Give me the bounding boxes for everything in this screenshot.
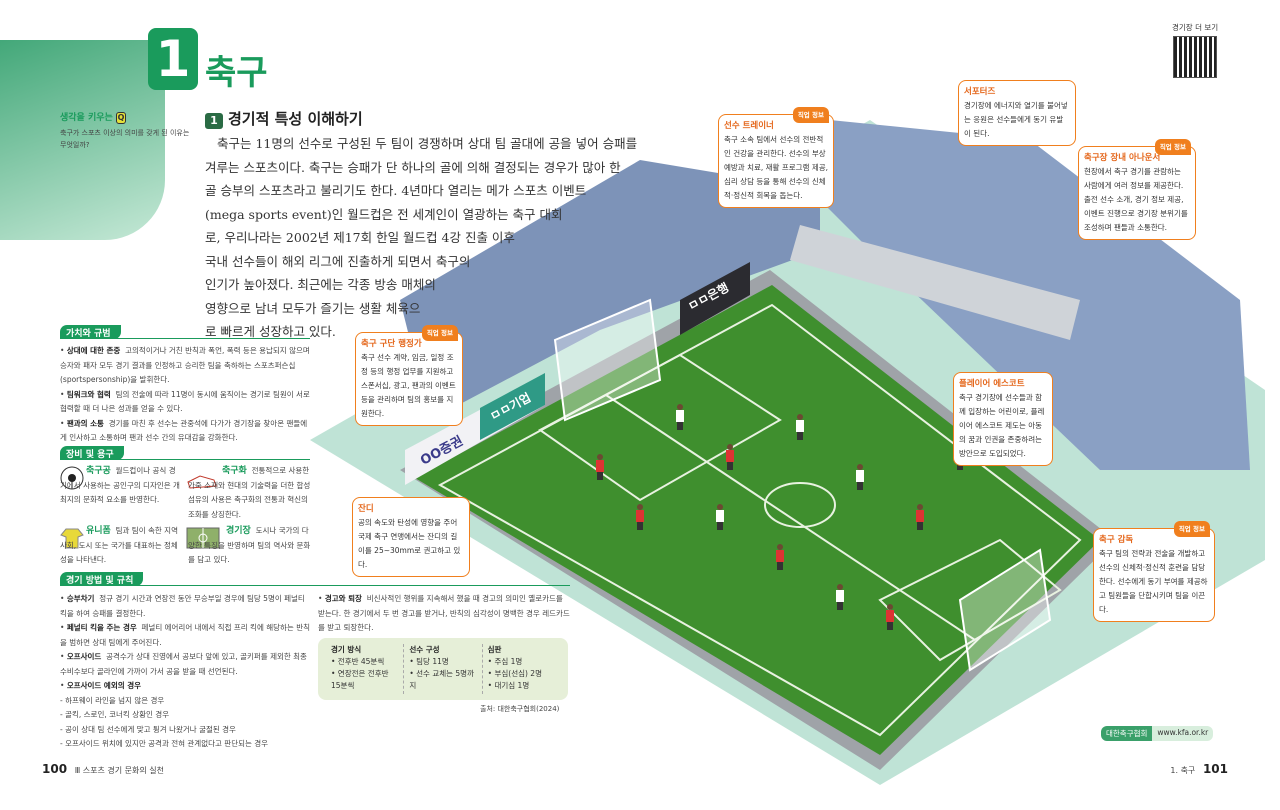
player <box>726 444 734 470</box>
equipment-stadium: 경기장 도시나 국가의 다양한 특징을 반영하며 팀의 역사와 문화를 담고 있… <box>188 526 311 564</box>
soccer-shoe-icon <box>187 475 217 489</box>
paragraph-line: 로, 우리나라는 2002년 제17회 한일 월드컵 4강 진출 이후 <box>205 230 515 245</box>
rules-list: • 승부차기 정규 경기 시간과 연장전 동안 무승부일 경우에 팀당 5명이 … <box>60 592 312 752</box>
paragraph-line: 겨루는 스포츠이다. 축구는 승패가 단 하나의 골에 의해 결정되는 경우가 … <box>205 159 621 175</box>
footer-right: 1. 축구 101 <box>1170 762 1228 776</box>
source: 출처: 대한축구협회(2024) <box>480 705 560 713</box>
values-heading: 가치와 규범 <box>60 325 121 339</box>
paragraph-line: 국내 선수들이 해외 리그에 진출하게 되면서 축구의 <box>205 253 471 269</box>
exception-item: - 공이 상대 팀 선수에게 맞고 튕겨 나왔거나 굴절된 경우 <box>60 724 236 734</box>
player <box>886 604 894 630</box>
think-box: 생각을 키우는 Q 축구가 스포츠 이상의 의미를 갖게 된 이유는 무엇일까? <box>60 110 195 151</box>
section-number: 1 <box>205 113 223 129</box>
equipment-shoes: 축구화 전통적으로 사용한 가죽 소재와 현대의 기술력을 더한 합성 섬유의 … <box>188 466 311 519</box>
paragraph-line: (mega sports event)인 월드컵은 전 세계인이 열광하는 축구… <box>205 206 563 222</box>
equipment-uniform: 유니폼 팀과 팀이 속한 지역 사회, 도시 또는 국가를 대표하는 정체성을 … <box>60 526 178 564</box>
qr-code[interactable] <box>1173 36 1217 78</box>
goal-far <box>958 548 1052 672</box>
player <box>836 584 844 610</box>
uniform-icon <box>60 528 84 549</box>
player <box>796 414 804 440</box>
paragraph-line: 축구는 11명의 선수로 구성된 두 팀이 경쟁하며 상대 팀 골대에 공을 넣… <box>217 136 638 151</box>
values-list: • 상대에 대한 존중 고의적이거나 거친 반칙과 폭언, 폭력 등은 용납되지… <box>60 344 312 446</box>
stands-left <box>400 160 820 420</box>
qr-label: 경기장 더 보기 <box>1172 23 1219 32</box>
list-item: • 팬과의 소통 경기를 마친 후 선수는 관중석에 다가가 경기장을 찾아온 … <box>60 418 308 443</box>
job-info-badge: 직업 정보 <box>1173 521 1210 537</box>
section-heading: 1 경기적 특성 이해하기 <box>205 108 363 129</box>
player <box>916 504 924 530</box>
equipment-ball: 축구공 월드컵이나 공식 경기에서 사용하는 공인구의 디자인은 개최지의 문화… <box>60 466 180 504</box>
decorative-banner <box>0 40 165 240</box>
warning-item: • 경고와 퇴장 비신사적인 행위를 지속해서 했을 때 경고의 의미인 옐로카… <box>318 594 570 632</box>
list-item: • 승부차기 정규 경기 시간과 연장전 동안 무승부일 경우에 팀당 5명이 … <box>60 594 305 618</box>
job-info-badge: 직업 정보 <box>421 325 458 341</box>
player <box>596 454 604 480</box>
list-item: • 페널티 킥을 주는 경우 페널티 에어리어 내에서 직접 프리 킥에 해당하… <box>60 623 311 647</box>
job-info-badge: 직업 정보 <box>1154 139 1191 155</box>
paragraph-line: 인기가 높아졌다. 최근에는 각종 방송 매체의 <box>205 277 436 292</box>
list-item: • 팀워크와 협력 팀의 전술에 따라 11명이 동시에 움직이는 경기로 팀원… <box>60 389 310 414</box>
footer-left: 100 Ⅲ 스포츠 경기 문화의 실천 <box>42 762 164 776</box>
job-info-badge: 직업 정보 <box>792 107 829 123</box>
concourse <box>790 225 1080 340</box>
player <box>716 504 724 530</box>
ad-board-mid <box>480 373 545 440</box>
think-label: 생각을 키우는 <box>60 113 113 123</box>
goal-near <box>553 298 662 422</box>
ad-board-right <box>680 262 750 335</box>
player <box>676 404 684 430</box>
summary-box: 경기 방식• 전후반 45분씩• 연장전은 전후반 15분씩 선수 구성• 팀당… <box>318 638 568 700</box>
paragraph-line: 영향으로 남녀 모두가 즐기는 생활 체육으 <box>205 300 421 316</box>
list-item: • 상대에 대한 존중 고의적이거나 거친 반칙과 폭언, 폭력 등은 용납되지… <box>60 346 310 384</box>
rules-heading: 경기 방법 및 규칙 <box>60 572 144 586</box>
pitch-lines <box>437 303 1082 737</box>
list-item: • 오프사이드 예외의 경우 <box>60 681 142 690</box>
paragraph-line: 골 승부의 스포츠라고 불리기도 한다. 4년마다 열리는 메가 스포츠 이벤트 <box>205 183 587 198</box>
stadium-field-icon <box>186 527 220 549</box>
soccer-ball-icon <box>60 466 84 490</box>
exception-item: - 골킥, 스로인, 코너킥 상황인 경우 <box>60 710 170 719</box>
q-badge-icon: Q <box>115 112 126 124</box>
intro-paragraph: 축구는 11명의 선수로 구성된 두 팀이 경쟁하며 상대 팀 골대에 공을 넣… <box>205 132 637 344</box>
equipment-heading: 장비 및 용구 <box>60 446 124 460</box>
player <box>776 544 784 570</box>
think-question: 축구가 스포츠 이상의 의미를 갖게 된 이유는 무엇일까? <box>60 129 190 149</box>
player <box>856 464 864 490</box>
pitch <box>415 285 1100 755</box>
player <box>636 504 644 530</box>
chapter-number: 1 <box>148 28 198 90</box>
page-title: 축구 <box>205 53 268 93</box>
paragraph-line: 로 빠르게 성장하고 있다. <box>205 324 336 339</box>
exception-item: - 하프웨이 라인을 넘지 않은 경우 <box>60 695 165 705</box>
list-item: • 오프사이드 공격수가 상대 진영에서 공보다 앞에 있고, 골키퍼를 제외한… <box>60 652 307 676</box>
section-title: 경기적 특성 이해하기 <box>228 110 363 128</box>
exception-item: - 오프사이드 위치에 있지만 공격과 전혀 관계없다고 판단되는 경우 <box>60 739 269 748</box>
